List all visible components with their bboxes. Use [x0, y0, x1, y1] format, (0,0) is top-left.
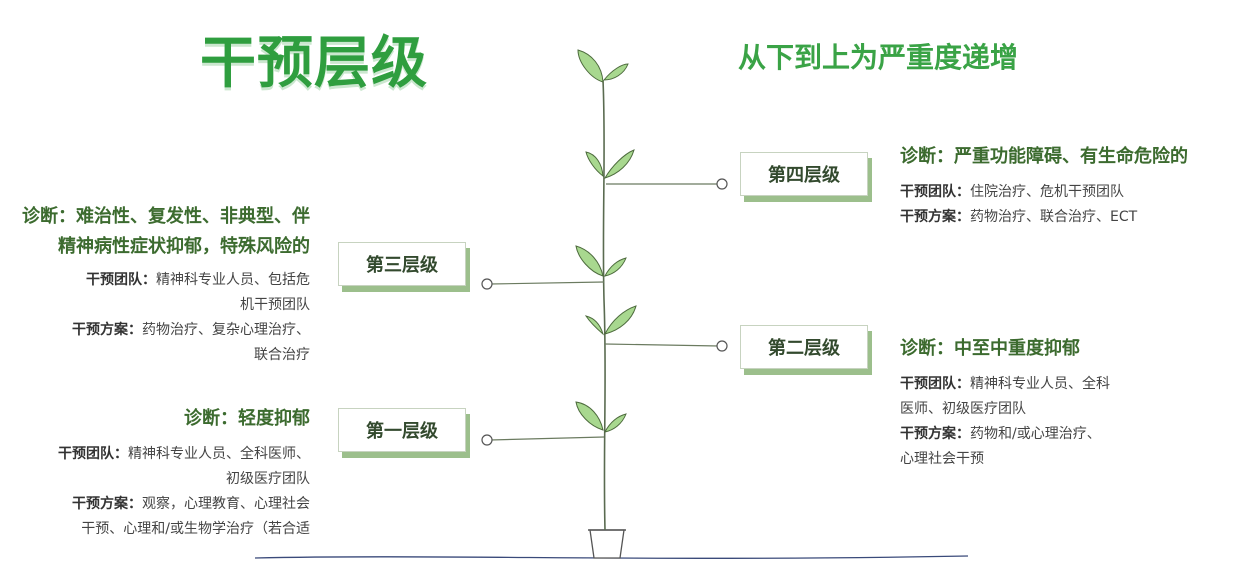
leaf-4-left: [585, 151, 604, 178]
level-1-plan: 干预方案：观察，心理教育、心理社会: [72, 496, 310, 512]
leaf-3-left: [575, 245, 604, 277]
level-3-team-cont: 机干预团队: [240, 297, 310, 313]
level-2-team-cont: 医师、初级医疗团队: [900, 401, 1026, 417]
leaf-top-left: [577, 49, 604, 83]
level-4-team: 干预团队：住院治疗、危机干预团队: [900, 184, 1124, 200]
leaf-4-right: [603, 149, 635, 179]
level-2-diagnosis: 诊断：中至中重度抑郁: [900, 338, 1080, 359]
level-1-plan-cont: 干预、心理和/或生物学治疗（若合适: [81, 521, 310, 537]
level-3-plan-cont: 联合治疗: [254, 347, 310, 363]
level-1-diagnosis: 诊断：轻度抑郁: [184, 408, 310, 429]
level-2-plan-cont: 心理社会干预: [900, 451, 984, 467]
level-3-diagnosis: 诊断：难治性、复发性、非典型、伴 精神病性症状抑郁，特殊风险的: [22, 206, 310, 257]
page-title: 干预层级: [200, 31, 428, 96]
level-2-description: 诊断：中至中重度抑郁 干预团队：精神科专业人员、全科 医师、初级医疗团队 干预方…: [900, 334, 1110, 472]
leaf-1-right: [604, 413, 627, 433]
level-3-plan: 干预方案：药物治疗、复杂心理治疗、: [72, 322, 310, 338]
leaf-2-right: [604, 305, 637, 335]
branch-level-2: [604, 343, 720, 347]
node-level-2: [716, 340, 728, 352]
page-subtitle: 从下到上为严重度递增: [738, 41, 1019, 74]
level-3-description: 诊断：难治性、复发性、非典型、伴 精神病性症状抑郁，特殊风险的 干预团队：精神科…: [0, 202, 310, 368]
level-1-team: 干预团队：精神科专业人员、全科医师、: [58, 446, 310, 462]
level-4-description: 诊断：严重功能障碍、有生命危险的 干预团队：住院治疗、危机干预团队 干预方案：药…: [900, 142, 1188, 230]
level-3-team: 干预团队：精神科专业人员、包括危: [86, 272, 310, 288]
tag-level-3: 第三层级: [338, 242, 466, 286]
leaf-1-left: [575, 401, 604, 431]
tag-level-1: 第一层级: [338, 408, 466, 452]
branch-level-1: [489, 436, 605, 441]
level-4-diagnosis: 诊断：严重功能障碍、有生命危险的: [900, 146, 1188, 167]
leaf-top-right: [602, 63, 629, 81]
leaf-3-right: [604, 257, 627, 277]
level-1-description: 诊断：轻度抑郁 干预团队：精神科专业人员、全科医师、 初级医疗团队 干预方案：观…: [0, 404, 310, 542]
flower-pot: [589, 529, 625, 559]
plant-stem: [602, 79, 606, 531]
leaf-2-left: [584, 315, 604, 336]
level-1-team-cont: 初级医疗团队: [226, 471, 310, 487]
level-2-team: 干预团队：精神科专业人员、全科: [900, 376, 1110, 392]
node-level-3: [481, 278, 493, 290]
node-level-1: [481, 434, 493, 446]
tag-level-4: 第四层级: [740, 152, 868, 196]
ground-line: [254, 555, 969, 559]
node-level-4: [716, 178, 728, 190]
branch-level-3: [489, 281, 605, 285]
level-4-plan: 干预方案：药物治疗、联合治疗、ECT: [900, 209, 1138, 225]
level-2-plan: 干预方案：药物和/或心理治疗、: [900, 426, 1101, 442]
tag-level-2: 第二层级: [740, 325, 868, 369]
